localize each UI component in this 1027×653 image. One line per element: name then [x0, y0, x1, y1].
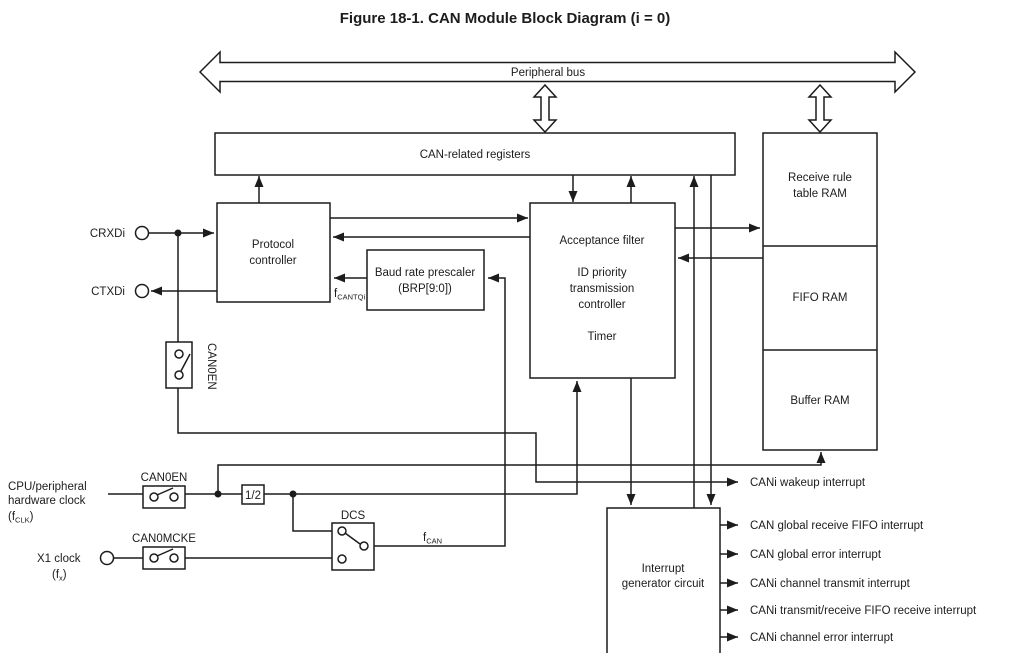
can0en-clock-switch [142, 485, 186, 509]
protocol-controller-label-2: controller [249, 255, 296, 267]
wire-clock-to-filter-timer [293, 381, 582, 495]
protocol-controller-label-1: Protocol [252, 239, 294, 251]
fifo-ram-label: FIFO RAM [793, 292, 848, 304]
half-divider-label: 1/2 [245, 490, 261, 502]
timer-label: Timer [588, 331, 617, 343]
wire-clock-to-dcs [292, 494, 338, 532]
interrupt-label-global-rx-fifo: CAN global receive FIFO interrupt [750, 520, 924, 532]
wire-rx-to-wakeup-interrupt [177, 388, 738, 487]
crxdi-pin-label: CRXDi [90, 228, 125, 240]
fcantqi-label: fCANTQi [334, 288, 365, 302]
can0en-signal-switch [165, 341, 193, 389]
can0en-clock-switch-label: CAN0EN [141, 472, 188, 484]
baud-rate-prescaler-label-2: (BRP[9:0]) [398, 283, 452, 295]
junction-crxdi [174, 229, 182, 237]
ram-box [762, 132, 878, 451]
x1-terminal [99, 550, 115, 566]
interrupt-generator-label-1: Interrupt [642, 563, 686, 575]
junction-fclk-div2 [289, 490, 297, 498]
dcs-switch-label: DCS [341, 510, 366, 522]
fclk-label: (fCLK) [8, 511, 34, 525]
bus-ram-double-arrow [807, 83, 833, 134]
fx-label: (fx) [52, 569, 67, 583]
interrupt-label-wakeup: CANi wakeup interrupt [750, 477, 866, 489]
peripheral-bus-label: Peripheral bus [511, 67, 585, 79]
id-priority-label: ID priority [577, 267, 626, 279]
figure-title: Figure 18-1. CAN Module Block Diagram (i… [340, 10, 670, 27]
receive-rule-table-ram-label-2: table RAM [793, 188, 847, 200]
buffer-ram-label: Buffer RAM [790, 395, 849, 407]
can-related-registers-label: CAN-related registers [420, 149, 531, 161]
transmission-label: transmission [570, 283, 635, 295]
x1-clock-label: X1 clock [37, 553, 81, 565]
can0mcke-switch [142, 546, 186, 570]
can0en-signal-switch-label: CAN0EN [205, 343, 217, 390]
acceptance-filter-label: Acceptance filter [559, 235, 644, 247]
cpu-clock-label-2: hardware clock [8, 495, 86, 507]
baud-rate-prescaler-label-1: Baud rate prescaler [375, 267, 476, 279]
interrupt-generator-label-2: generator circuit [622, 578, 705, 590]
crxdi-terminal [134, 225, 150, 241]
interrupt-label-channel-error: CANi channel error interrupt [750, 632, 894, 644]
peripheral-bus-arrow [198, 50, 917, 94]
junction-fclk [214, 490, 222, 498]
can-related-registers-box [214, 132, 736, 176]
can0mcke-switch-label: CAN0MCKE [132, 533, 196, 545]
protocol-controller-box [216, 202, 331, 303]
wire-fcan-to-brp [368, 273, 506, 547]
half-divider-box [241, 484, 265, 505]
fcan-label: fCAN [423, 532, 442, 546]
controller-label: controller [578, 299, 625, 311]
receive-rule-table-ram-label-1: Receive rule [788, 172, 852, 184]
interrupt-label-trx-fifo-rx: CANi transmit/receive FIFO receive inter… [750, 605, 977, 617]
interrupt-generator-box [606, 507, 721, 653]
dcs-switch [331, 522, 375, 571]
cpu-clock-label-1: CPU/peripheral [8, 481, 87, 493]
interrupt-label-global-error: CAN global error interrupt [750, 549, 882, 561]
baud-rate-prescaler-box [366, 249, 485, 311]
ctxdi-pin-label: CTXDi [91, 286, 125, 298]
interrupt-label-channel-tx: CANi channel transmit interrupt [750, 578, 911, 590]
bus-registers-double-arrow [532, 83, 558, 134]
wire-fclk-to-buffer-ram [217, 452, 826, 494]
ctxdi-terminal [134, 283, 150, 299]
acceptance-filter-box [529, 202, 676, 379]
